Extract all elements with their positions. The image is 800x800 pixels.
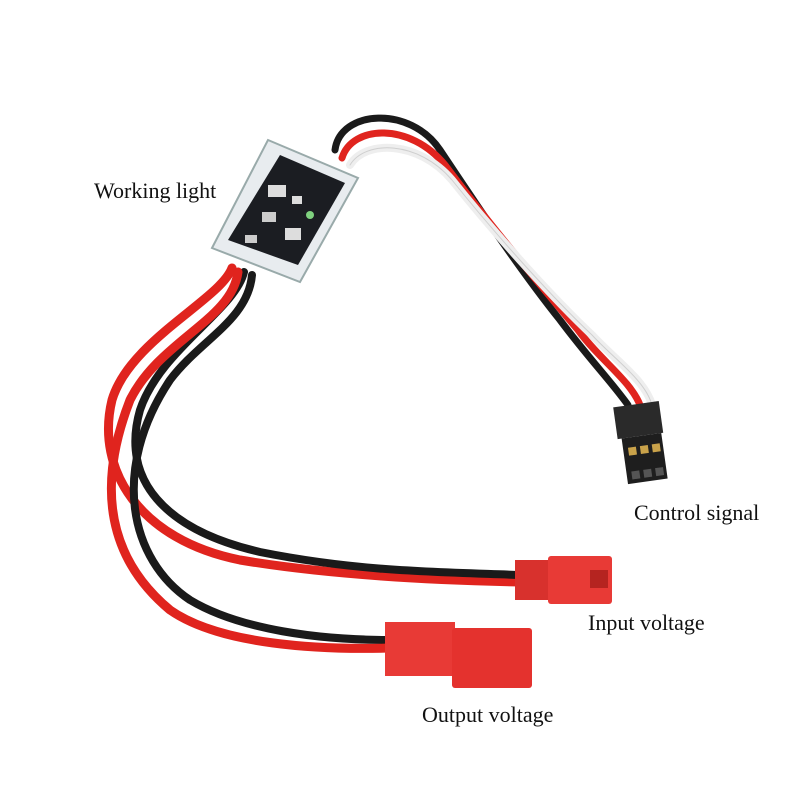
power-wires (104, 263, 525, 653)
output-voltage-label: Output voltage (422, 702, 554, 727)
servo-connector (613, 401, 668, 485)
output-jst-connector (385, 622, 532, 688)
control-signal-label: Control signal (634, 500, 760, 525)
working-light-label: Working light (94, 178, 217, 203)
working-light-led (306, 211, 314, 219)
signal-wires (331, 114, 656, 409)
control-module (210, 138, 360, 284)
input-voltage-label: Input voltage (588, 610, 705, 635)
input-jst-connector (515, 556, 612, 604)
